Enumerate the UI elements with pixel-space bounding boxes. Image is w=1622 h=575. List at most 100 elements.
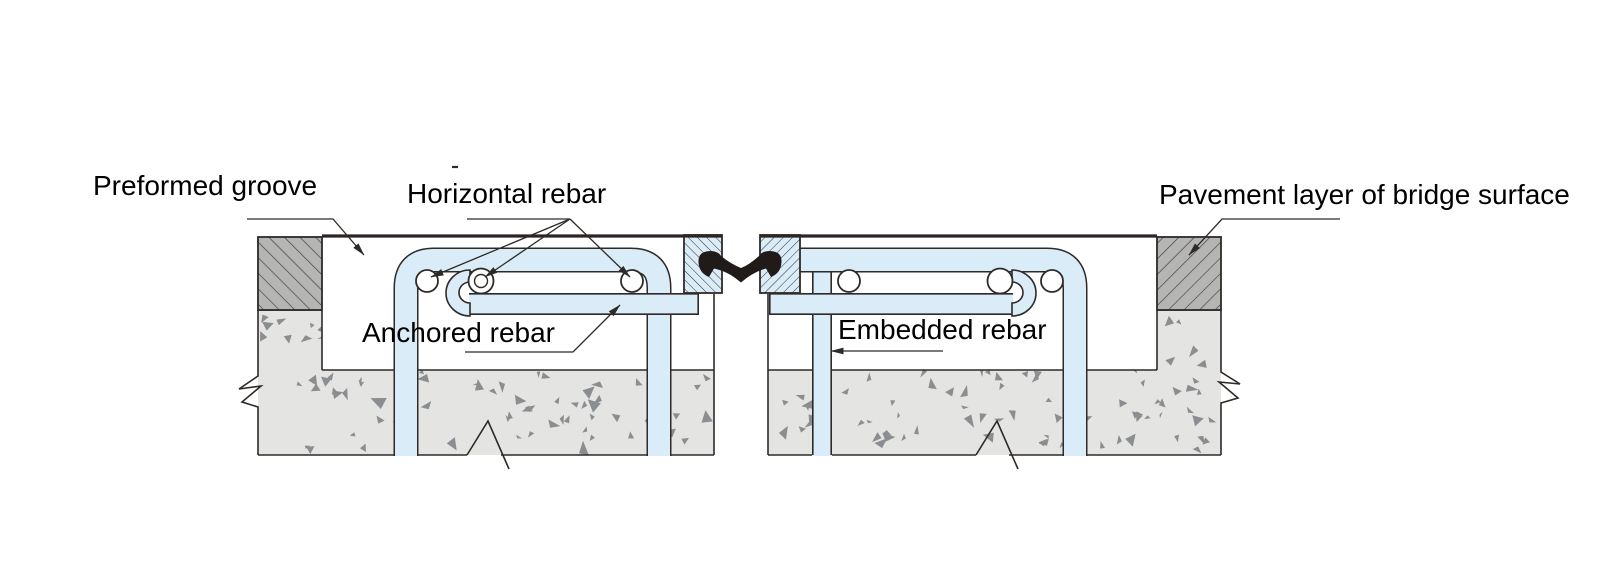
speckle — [778, 425, 788, 440]
speckle — [582, 426, 588, 433]
speckle — [370, 398, 387, 409]
anchored-rebar-bar — [395, 249, 670, 456]
speckle — [541, 372, 551, 379]
speckle — [857, 419, 865, 426]
speckle — [417, 374, 430, 383]
speckle — [1054, 413, 1063, 424]
speckle — [554, 397, 560, 405]
speckle — [693, 384, 702, 391]
speckle — [960, 384, 968, 398]
speckle — [1192, 446, 1202, 454]
speckle — [798, 426, 806, 433]
speckle — [327, 372, 334, 381]
pavement-outline — [1156, 236, 1222, 311]
speckle — [357, 311, 362, 321]
speckle — [681, 437, 689, 445]
speckle — [1144, 415, 1151, 420]
rebar-assembly-right — [769, 247, 1088, 456]
hairpin-lower-leg-outline — [469, 293, 699, 315]
leader-horizontal-rebar-3 — [569, 218, 631, 278]
pavement-hatch — [258, 237, 322, 310]
speckle — [310, 383, 321, 392]
speckle — [914, 425, 919, 435]
speckle — [622, 348, 629, 355]
speckle — [589, 413, 595, 421]
speckle — [581, 400, 588, 409]
label-horizontal-rebar: Horizontal rebar — [407, 178, 607, 209]
speckle — [995, 372, 1003, 381]
horizontal-rebar-core — [473, 273, 489, 289]
speckle — [672, 413, 681, 420]
speckle — [1033, 370, 1042, 380]
speckle — [1186, 406, 1194, 414]
speckle — [1189, 345, 1199, 358]
speckle — [769, 331, 775, 339]
speckle — [594, 351, 604, 361]
speckle — [896, 350, 906, 360]
leader-horizontal-rebar-1 — [430, 218, 571, 278]
speckle — [1008, 410, 1016, 421]
speckle — [784, 338, 799, 352]
hairpin-bend — [445, 269, 471, 317]
speckle — [420, 401, 432, 410]
speckle — [498, 381, 505, 393]
speckle — [635, 378, 643, 386]
speckle — [1174, 434, 1179, 443]
speckle — [582, 386, 595, 399]
speckle — [589, 434, 595, 441]
label-anchored-rebar: Anchored rebar — [362, 317, 556, 348]
leader-preformed-groove — [247, 218, 365, 256]
rebar-assembly-left — [393, 247, 699, 456]
speckle — [701, 410, 713, 423]
concrete-fill-right — [768, 310, 1221, 455]
speckle — [342, 387, 348, 401]
embedded-rebar-bar — [812, 264, 832, 456]
speckle — [928, 352, 935, 358]
speckle — [997, 346, 1005, 351]
speckle — [332, 390, 344, 399]
label-preformed-groove: Preformed groove — [93, 170, 318, 201]
speckle — [1159, 411, 1163, 419]
compression-seal — [698, 251, 782, 283]
speckle — [1140, 379, 1145, 387]
speckle — [1192, 377, 1200, 384]
horizontal-rebar-section — [837, 269, 861, 293]
speckle — [961, 405, 969, 410]
speckle — [276, 318, 287, 326]
speckle — [1116, 434, 1122, 445]
speckle — [514, 394, 527, 405]
speckle — [579, 440, 589, 455]
speckle — [1164, 315, 1175, 327]
concrete-fill-left — [258, 310, 714, 455]
speckle — [341, 332, 350, 339]
pavement-outline — [257, 236, 323, 311]
speckle — [979, 413, 987, 423]
speckle — [916, 355, 924, 363]
leader-pavement-layer — [1188, 218, 1340, 256]
hairpin-lower-leg — [769, 293, 1013, 315]
pavement-layer-right-block — [1156, 236, 1222, 311]
speckle — [696, 325, 706, 336]
speckle — [446, 437, 457, 451]
hairpin-bend — [1011, 269, 1037, 317]
speckle — [1176, 319, 1182, 325]
speckle — [1172, 386, 1182, 396]
speckle — [795, 394, 805, 401]
speckle — [961, 355, 974, 363]
speckle — [1125, 433, 1136, 447]
speckle — [1196, 388, 1202, 395]
speckle — [1115, 321, 1122, 328]
anchored-rebar-bar — [800, 249, 1086, 456]
speckle — [993, 418, 1005, 422]
speckle — [1020, 361, 1027, 366]
speckle — [963, 414, 975, 428]
leader-anchored-rebar — [465, 304, 621, 353]
speckle — [459, 357, 468, 367]
speckle — [326, 343, 337, 355]
speckle — [841, 388, 849, 395]
speckle — [309, 322, 315, 329]
speckle — [626, 325, 635, 329]
speckle — [702, 373, 711, 382]
